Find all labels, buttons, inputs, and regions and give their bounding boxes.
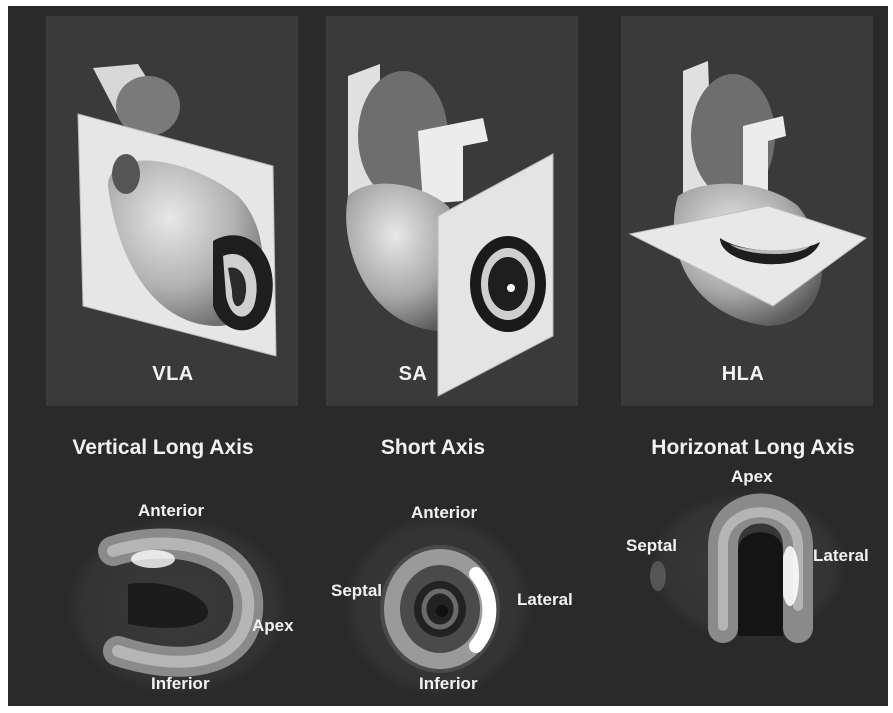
sa-septal-label: Septal [331,581,382,601]
vla-title: Vertical Long Axis [48,436,278,460]
vla-label: VLA [128,363,218,386]
hla-lateral-label: Lateral [813,546,869,566]
sa-title: Short Axis [333,436,533,460]
hla-title: Horizonat Long Axis [623,436,883,460]
cardiac-views-figure: VLA SA HLA Vertical Long Axis Short Axis… [8,6,888,706]
heart-illustrations [8,6,888,706]
vla-anterior-label: Anterior [138,501,204,521]
sa-inferior-label: Inferior [419,674,478,694]
sa-heart [346,64,553,396]
vla-inferior-label: Inferior [151,674,210,694]
sa-label: SA [368,363,458,386]
sa-spect-image [343,514,533,698]
hla-label: HLA [698,363,788,386]
hla-septal-label: Septal [626,536,677,556]
hla-heart [630,61,866,326]
vla-apex-label: Apex [252,616,294,636]
hla-spect-image [648,491,848,641]
sa-anterior-label: Anterior [411,503,477,523]
vla-spect-image [66,516,290,696]
sa-lateral-label: Lateral [517,590,573,610]
vla-heart [78,64,276,356]
hla-apex-label: Apex [731,467,773,487]
